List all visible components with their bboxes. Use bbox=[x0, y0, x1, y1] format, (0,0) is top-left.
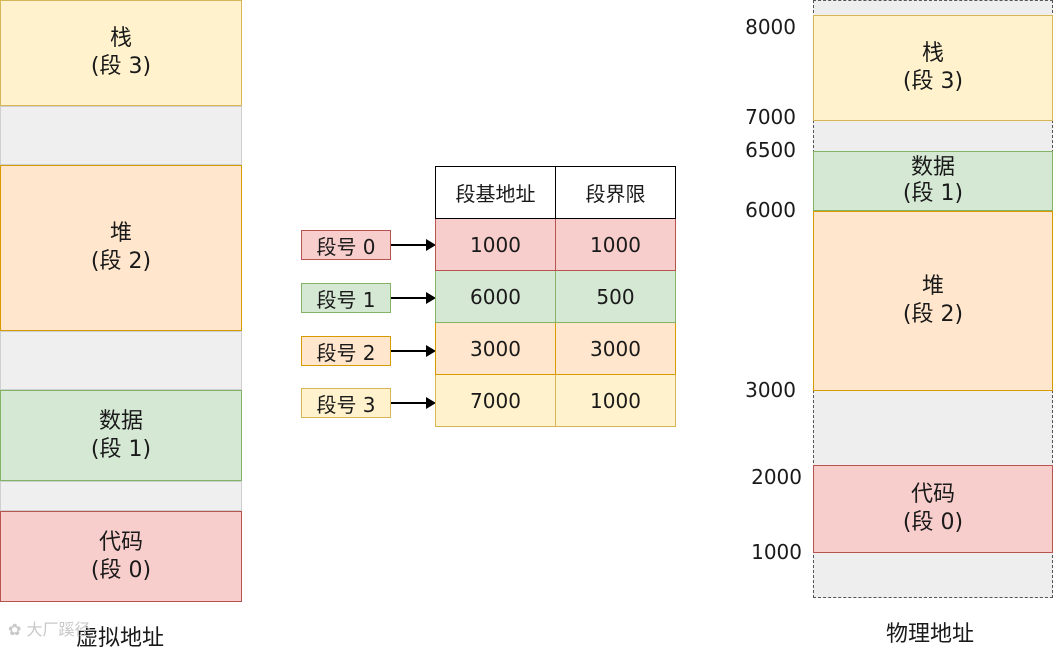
segment-name: 数据 bbox=[98, 408, 143, 434]
header-limit: 段界限 bbox=[555, 166, 676, 219]
segment-base: 6000 bbox=[435, 270, 556, 323]
segment-table: 段基地址 段界限 1000 1000 6000 500 3000 3000 70… bbox=[435, 166, 676, 427]
table-row: 3000 3000 bbox=[435, 322, 676, 375]
segment-limit: 500 bbox=[555, 270, 676, 323]
segment-name: 栈 bbox=[109, 26, 132, 51]
virtual-data-segment: 数据 (段 1) bbox=[0, 390, 242, 481]
address-label-2000: 2000 bbox=[751, 465, 802, 489]
arrow bbox=[391, 350, 427, 352]
physical-address-caption: 物理地址 bbox=[886, 622, 975, 647]
segment-selector-1: 段号 1 bbox=[301, 283, 391, 313]
table-row: 6000 500 bbox=[435, 270, 676, 323]
segment-number: (段 0) bbox=[90, 557, 152, 583]
virtual-gap bbox=[0, 331, 242, 390]
virtual-stack-segment: 栈 (段 3) bbox=[0, 0, 242, 106]
segment-limit: 1000 bbox=[555, 374, 676, 427]
segment-number: (段 2) bbox=[90, 249, 152, 274]
watermark-logo-icon: ✿ bbox=[8, 620, 22, 639]
segment-limit: 3000 bbox=[555, 322, 676, 375]
segment-name: 堆 bbox=[109, 221, 132, 246]
virtual-address-caption: 虚拟地址 bbox=[76, 626, 165, 651]
physical-heap-segment: 堆 (段 2) bbox=[813, 211, 1053, 391]
segment-selector-2: 段号 2 bbox=[301, 336, 391, 366]
address-label-3000: 3000 bbox=[745, 378, 796, 402]
segment-base: 1000 bbox=[435, 218, 556, 271]
arrow bbox=[391, 297, 427, 299]
segment-name: 代码 bbox=[910, 482, 955, 507]
watermark-text: 大厂蹊径 bbox=[26, 620, 91, 639]
segment-number: (段 3) bbox=[90, 54, 152, 79]
watermark: ✿ 大厂蹊径 bbox=[8, 616, 91, 640]
segment-selector-3: 段号 3 bbox=[301, 388, 391, 418]
virtual-gap bbox=[0, 106, 242, 165]
segment-table-header: 段基地址 段界限 bbox=[435, 166, 676, 219]
arrow bbox=[391, 244, 427, 246]
segment-base: 3000 bbox=[435, 322, 556, 375]
arrowhead-icon bbox=[426, 239, 436, 251]
virtual-gap bbox=[0, 481, 242, 511]
segment-name: 数据 bbox=[910, 155, 955, 180]
address-label-6000: 6000 bbox=[745, 198, 796, 222]
physical-stack-segment: 栈 (段 3) bbox=[813, 15, 1053, 121]
segment-name: 代码 bbox=[98, 529, 143, 555]
virtual-heap-segment: 堆 (段 2) bbox=[0, 165, 242, 331]
segment-number: (段 2) bbox=[902, 302, 964, 327]
segment-selector-0: 段号 0 bbox=[301, 230, 391, 260]
table-row: 1000 1000 bbox=[435, 218, 676, 271]
table-row: 7000 1000 bbox=[435, 374, 676, 427]
arrow bbox=[391, 402, 427, 404]
segment-number: (段 1) bbox=[902, 181, 964, 206]
header-base: 段基地址 bbox=[435, 166, 556, 219]
address-label-6500: 6500 bbox=[745, 138, 796, 162]
physical-data-segment: 数据 (段 1) bbox=[813, 151, 1053, 211]
address-label-8000: 8000 bbox=[745, 15, 796, 39]
address-label-1000: 1000 bbox=[751, 540, 802, 564]
segment-number: (段 1) bbox=[90, 436, 152, 462]
segment-number: (段 0) bbox=[902, 510, 964, 535]
segment-name: 堆 bbox=[921, 274, 944, 299]
segment-limit: 1000 bbox=[555, 218, 676, 271]
arrowhead-icon bbox=[426, 292, 436, 304]
virtual-code-segment: 代码 (段 0) bbox=[0, 511, 242, 602]
address-label-7000: 7000 bbox=[745, 105, 796, 129]
segment-number: (段 3) bbox=[902, 69, 964, 94]
segment-name: 栈 bbox=[921, 41, 944, 66]
segment-base: 7000 bbox=[435, 374, 556, 427]
arrowhead-icon bbox=[426, 345, 436, 357]
physical-code-segment: 代码 (段 0) bbox=[813, 465, 1053, 553]
arrowhead-icon bbox=[426, 397, 436, 409]
